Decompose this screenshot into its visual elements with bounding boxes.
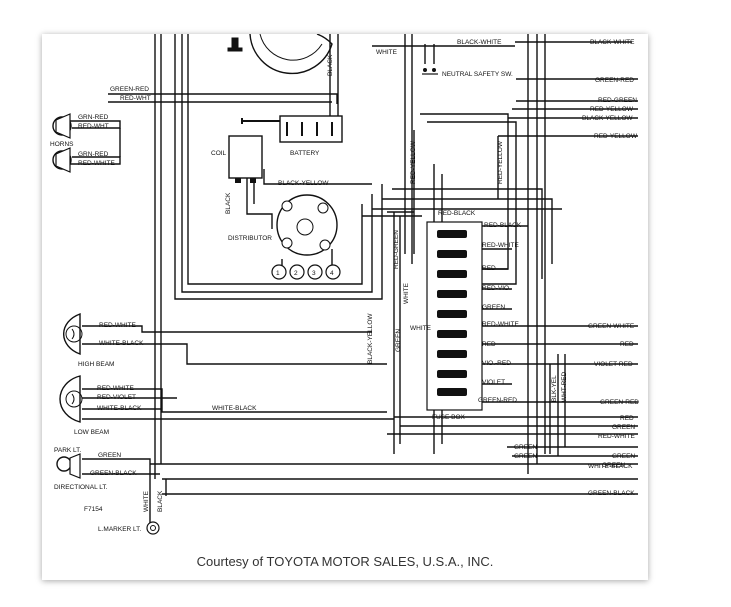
coil-icon (228, 135, 263, 183)
image-credit: Courtesy of TOYOTA MOTOR SALES, U.S.A., … (196, 554, 494, 569)
wire-label: BLK-YEL (551, 375, 558, 402)
wire-label: RED-YELLOW (590, 106, 634, 113)
wire-label: GREEN (612, 424, 635, 431)
wire-label: GRN-RED (78, 114, 109, 121)
wire-label: BLACK-WHITE (590, 39, 635, 46)
wire-label: RED-GREEN (598, 97, 637, 104)
wire-label: WHITE (403, 282, 410, 304)
gauge-inner-circle (259, 34, 323, 61)
park-light-label: PARK LT. (54, 447, 81, 454)
wire-label: WHT-RED (561, 371, 568, 402)
wire-label: WHITE (410, 325, 432, 332)
wire-layer (70, 34, 638, 527)
wire-label: VIOLET-RED (594, 361, 633, 368)
figure-id: F7154 (84, 506, 103, 513)
wire-label: RED-YELLOW (594, 133, 638, 140)
wire-label: GREEN-RED (595, 77, 634, 84)
center-wire-labels: BLACK-WHITE WHITE BLACK RED-YELLOW RED-Y… (327, 39, 568, 402)
wire-label: BLACK (327, 54, 334, 76)
wire-label: RED-WHITE (97, 385, 134, 392)
neutral-switch-label: NEUTRAL SAFETY SW. (442, 71, 513, 78)
high-beam-label: HIGH BEAM (78, 361, 114, 368)
wire-label: WHITE (376, 49, 398, 56)
wire-label: RED-GREEN (393, 230, 400, 269)
fuse-label: RED-WHITE (482, 321, 519, 328)
wire-label: WHITE-BLACK (588, 463, 633, 470)
top-connector-icon (227, 37, 243, 52)
wire-label: BLACK (157, 490, 164, 512)
wire-label: RED-BLACK (438, 210, 476, 217)
marker-light-label: L.MARKER LT. (98, 526, 141, 533)
fuse-label: GREEN-RED (478, 397, 517, 404)
horn-icon (52, 113, 72, 173)
distributor-icon (276, 194, 338, 256)
wire-label: RED-YELLOW (497, 140, 504, 184)
wire-label: GREEN (612, 453, 635, 460)
wire-label: BLACK-WHITE (457, 39, 502, 46)
diagram-card: BATTERY COIL DISTRIBUTOR 1 2 3 4 (42, 34, 648, 580)
wire-label: GRN-RED (78, 151, 109, 158)
neutral-switch-icon (422, 68, 438, 75)
wire-label: WHITE-BLACK (212, 405, 257, 412)
fuse-label: VIO.-RED (482, 360, 511, 367)
gauge-circle (249, 34, 333, 75)
wire-label: GREEN-RED (600, 399, 639, 406)
wire-label: GREEN-WHITE (588, 323, 635, 330)
wire-label: RED-WHITE (99, 322, 136, 329)
high-beam-icon (63, 313, 83, 355)
right-wire-labels: BLACK-WHITE GREEN-RED RED-GREEN RED-YELL… (514, 39, 639, 497)
wire-label: GREEN (395, 329, 402, 352)
fuse-label: RED-VIO. (482, 285, 511, 292)
fuse-label: RED-BLACK (484, 222, 522, 229)
wire-label: BLACK (225, 192, 232, 214)
fuse-label: RED (482, 341, 496, 348)
wire-label: RED (620, 341, 634, 348)
fuse-label: RED-WHITE (482, 242, 519, 249)
directional-light-label: DIRECTIONAL LT. (54, 484, 108, 491)
wire-label: GREEN (602, 462, 625, 469)
wire-label: GREEN (514, 453, 537, 460)
wire-label: GREEN-BLACK (90, 470, 137, 477)
coil-label: COIL (211, 150, 227, 157)
terminal-3: 3 (312, 270, 316, 277)
battery-icon (241, 115, 343, 143)
fuse-label: RED (482, 265, 496, 272)
low-beam-label: LOW BEAM (74, 429, 109, 436)
fuse-label: VIOLET (482, 379, 505, 386)
terminal-1: 1 (276, 270, 280, 277)
wire-label: RED-VIOLET (97, 394, 136, 401)
wire-label: WHITE (143, 490, 150, 512)
fuse-labels: RED-BLACK RED-WHITE RED RED-VIO. GREEN R… (478, 222, 522, 404)
wiring-diagram: BATTERY COIL DISTRIBUTOR 1 2 3 4 (50, 34, 639, 535)
wire-label: GREEN-BLACK (588, 490, 635, 497)
low-beam-icon (59, 375, 83, 423)
wire-label: BLACK-YELLOW (367, 313, 374, 364)
wire-label: GREEN-RED (110, 86, 149, 93)
left-wire-labels: GREEN-RED RED-WHT GRN-RED RED-WHT GRN-RE… (78, 86, 329, 512)
wire-label: RED-WHT (120, 95, 151, 102)
distributor-terminals: 1 2 3 4 (271, 264, 341, 280)
distributor-label: DISTRIBUTOR (228, 235, 272, 242)
marker-light-icon (146, 521, 160, 535)
fuse-label: GREEN (482, 304, 505, 311)
terminal-2: 2 (294, 270, 298, 277)
wire-label: WHITE-BLACK (97, 405, 142, 412)
battery-label: BATTERY (290, 150, 320, 157)
terminal-4: 4 (330, 270, 334, 277)
wire-label: BLACK-YELLOW (582, 115, 633, 122)
wire-label: RED-WHITE (78, 160, 115, 167)
wire-label: BLACK-YELLOW (278, 180, 329, 187)
wire-label: GREEN (514, 444, 537, 451)
wire-label: RED-WHT (78, 123, 109, 130)
wire-label: RED-YELLOW (410, 140, 417, 184)
wire-label: GREEN (98, 452, 121, 459)
park-light-icon (56, 453, 81, 479)
fuse-box-label: FUSE BOX (432, 414, 466, 421)
fuse-box (426, 221, 483, 411)
wire-label: RED-WHITE (598, 433, 635, 440)
horns-label: HORNS (50, 141, 74, 148)
wire-label: WHITE-BLACK (99, 340, 144, 347)
wire-label: RED (620, 415, 634, 422)
